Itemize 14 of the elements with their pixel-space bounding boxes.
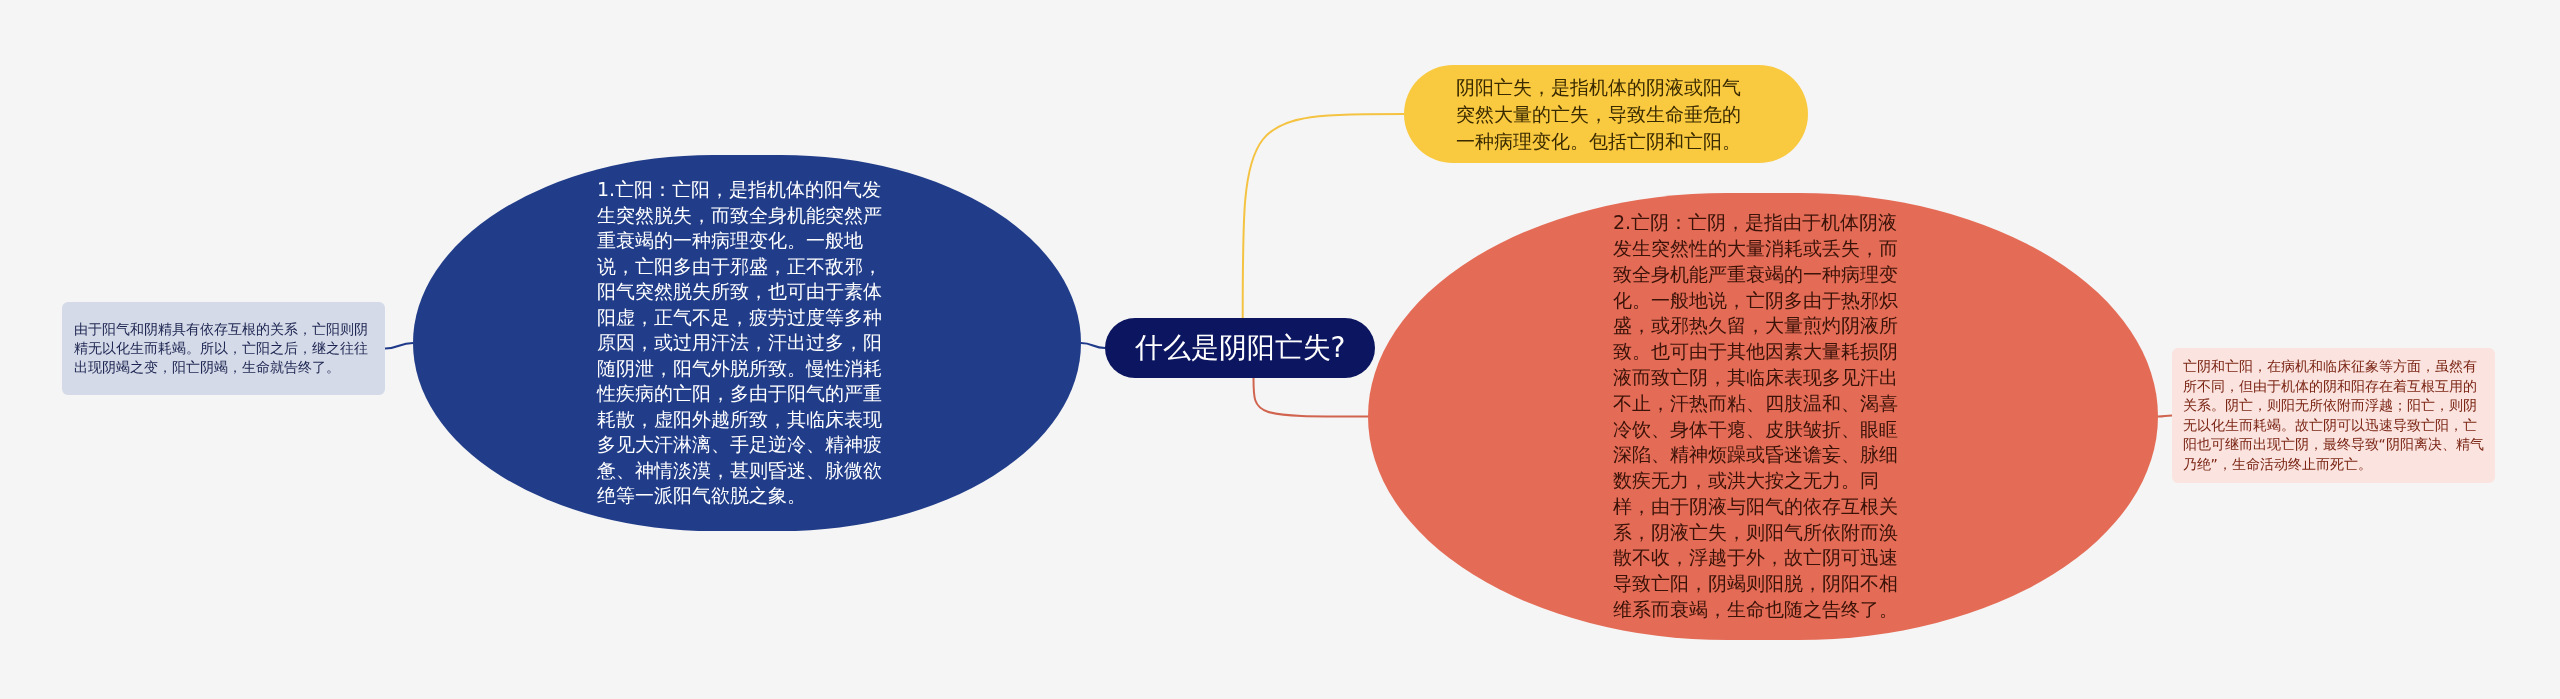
node-text: 1.亡阳：亡阳，是指机体的阳气发生突然脱失，而致全身机能突然严重衰竭的一种病理变化。一般地说，亡阳多由于邪盛，正不敌邪，阳气突然脱失所致，也可由于素体阳虚，正气不足，疲劳过度等多种原因，或过用汗法，汗出过多，阳随阴泄，阳气外脱所致。慢性消耗性疾病的亡阳，多由于阳气的严重耗散，虚阳外越所致，其临床表现多见大汗淋漓、手足逆冷、精神疲惫、神情淡漠，甚则昏迷、脉微欲绝等一派阳气欲脱之象。 bbox=[597, 177, 883, 509]
connector-line bbox=[1252, 377, 1369, 418]
node-text: 亡阴和亡阳，在病机和临床征象等方面，虽然有所不同，但由于机体的阴和阳存在着互根互用的关系。阴亡，则阳无所依附而浮越；阳亡，则阴无以化生而耗竭。故亡阴可以迅速导致亡阳，亡阳也可继而出现亡阴，最终导致“阴阳离决、精气乃绝”，生命活动终止而死亡。 bbox=[2182, 357, 2485, 474]
node-text: 什么是阴阳亡失? bbox=[1134, 330, 1346, 366]
connector-line bbox=[384, 342, 414, 350]
note-box bbox=[2172, 348, 2495, 483]
node-text: 由于阳气和阴精具有依存互根的关系，亡阳则阴精无以化生而耗竭。所以，亡阳之后，继之往往出现阴竭之变，阳亡阴竭，生命就告终了。 bbox=[73, 320, 369, 377]
connector-line bbox=[1241, 113, 1405, 319]
note-box bbox=[62, 302, 385, 395]
topic-pill bbox=[1105, 318, 1375, 378]
connector-line bbox=[1080, 342, 1106, 349]
connector-line bbox=[2157, 414, 2173, 418]
node-text: 阴阳亡失，是指机体的阴液或阳气突然大量的亡失，导致生命垂危的一种病理变化。包括亡阴和亡阳。 bbox=[1456, 74, 1742, 154]
node-text: 2.亡阴：亡阴，是指由于机体阴液发生突然性的大量消耗或丢失，而致全身机能严重衰竭的一种病理变化。一般地说，亡阴多由于热邪炽盛，或邪热久留，大量煎灼阴液所致。也可由于其他因素大量耗损阴液而致亡阴，其临床表现多见汗出不止，汗热而粘、四肢温和、渴喜冷饮、身体干瘪、皮肤皱折、眼眶深陷、精神烦躁或昏迷谵妄、脉细数疾无力，或洪大按之无力。同样，由于阴液与阳气的依存互根关系，阴液亡失，则阳气所依附而涣散不收，浮越于外，故亡阴可迅速导致亡阳，阴竭则阳脱，阴阳不相维系而衰竭，生命也随之告终了。 bbox=[1613, 210, 1899, 623]
